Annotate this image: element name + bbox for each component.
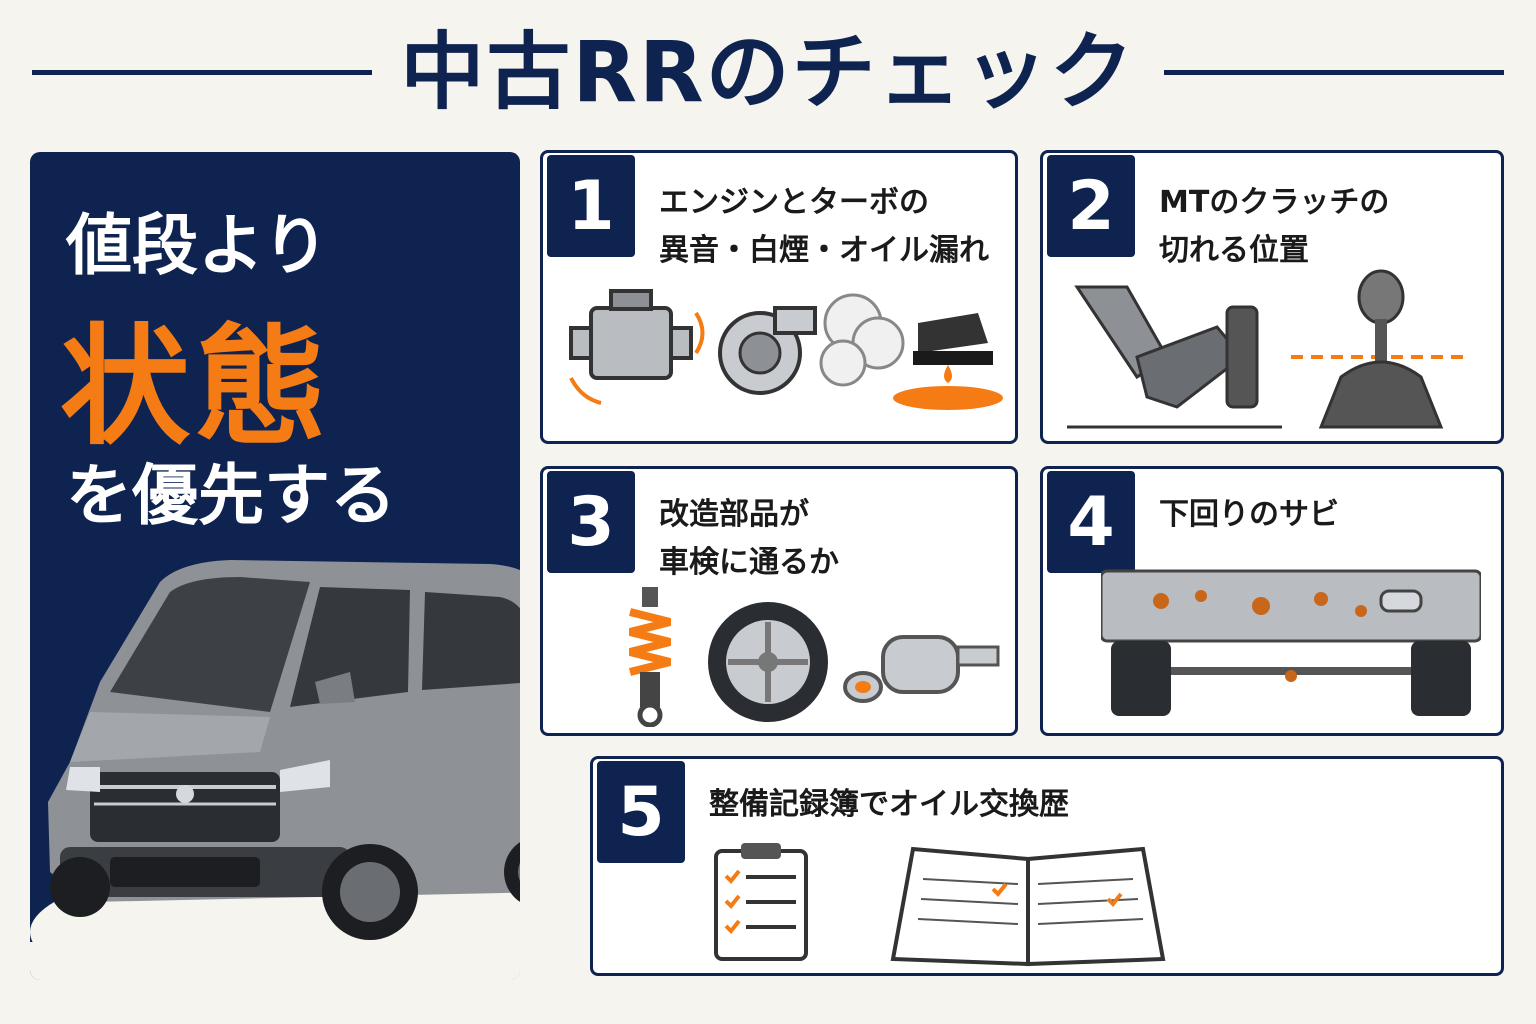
card-label-line2: 車検に通るか bbox=[659, 545, 839, 580]
card-number-badge: 3 bbox=[547, 471, 635, 573]
card-number-badge: 4 bbox=[1047, 471, 1135, 573]
check-card-3: 3 改造部品が 車検に通るか bbox=[540, 466, 1018, 736]
card-label-line1: 改造部品が bbox=[659, 497, 809, 532]
shift-lever-icon bbox=[1291, 269, 1471, 429]
headline-line3: を優先する bbox=[66, 457, 396, 534]
turbo-icon bbox=[718, 306, 817, 395]
car-illustration bbox=[30, 560, 520, 980]
clutch-pedal-icon bbox=[1067, 285, 1282, 429]
title-rule-right bbox=[1163, 69, 1504, 75]
headline-line1: 値段より bbox=[66, 207, 329, 284]
title-bar: 中古RRのチェック bbox=[32, 22, 1504, 122]
card-number-badge: 1 bbox=[547, 155, 635, 257]
logbook-icon bbox=[890, 846, 1166, 967]
headline-emphasis: 状態 bbox=[60, 311, 333, 463]
card-label-line1: エンジンとターボの bbox=[659, 185, 929, 220]
oil-leak-icon bbox=[893, 313, 1003, 410]
card-label-line2: 切れる位置 bbox=[1159, 233, 1309, 268]
page-title: 中古RRのチェック bbox=[400, 23, 1136, 121]
check-card-5: 5 整備記録簿でオイル交換歴 bbox=[590, 756, 1504, 976]
coilover-icon bbox=[629, 587, 671, 727]
check-card-1: 1 エンジンとターボの 異音・白煙・オイル漏れ bbox=[540, 150, 1018, 444]
title-rule-left bbox=[32, 69, 373, 75]
card-label-line2: 異音・白煙・オイル漏れ bbox=[659, 233, 989, 268]
engine-icon bbox=[569, 289, 705, 405]
checklist-clipboard-icon bbox=[714, 843, 808, 961]
card-number-badge: 5 bbox=[597, 761, 685, 863]
card-label-line1: 整備記録簿でオイル交換歴 bbox=[709, 787, 1069, 822]
smoke-icon bbox=[819, 293, 905, 387]
left-panel: 値段より 状態 を優先する bbox=[30, 152, 520, 980]
wheel-icon bbox=[708, 602, 828, 722]
check-card-2: 2 MTのクラッチの 切れる位置 bbox=[1040, 150, 1504, 444]
catalytic-converter-icon bbox=[843, 635, 1000, 703]
check-card-4: 4 下回りのサビ bbox=[1040, 466, 1504, 736]
card-number-badge: 2 bbox=[1047, 155, 1135, 257]
card-label-line1: 下回りのサビ bbox=[1159, 497, 1339, 532]
underbody-rust-icon bbox=[1101, 569, 1481, 716]
card-label-line1: MTのクラッチの bbox=[1159, 185, 1390, 220]
